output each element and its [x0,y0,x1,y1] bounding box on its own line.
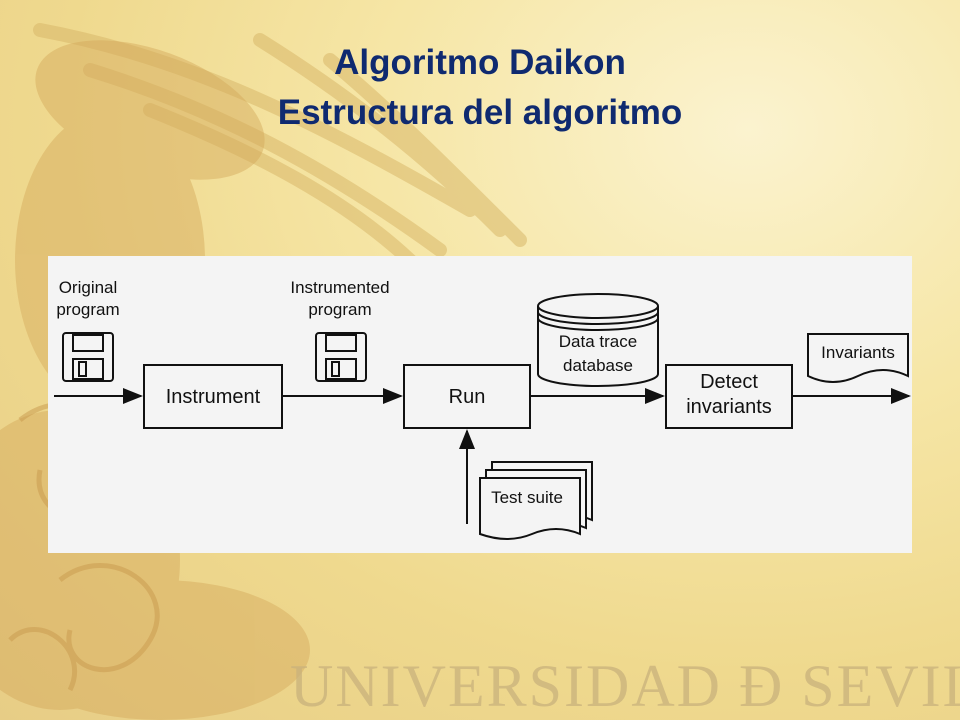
document-stack-icon [479,461,593,540]
instrumented-program-label-line2: program [308,300,371,319]
university-logo-text: UNIVERSIDAD Ð SEVILLA [290,653,960,719]
instrumented-program-label-line1: Instrumented [290,278,389,297]
detect-invariants-label-line1: Detect [700,371,758,393]
title-line-2: Estructura del algoritmo [277,93,683,132]
run-box [403,364,531,429]
floppy-disk-icon [315,332,367,382]
detect-invariants-box [665,364,793,429]
instrument-box-label: Instrument [166,386,261,408]
floppy-disk-icon [62,332,114,382]
test-suite-label: Test suite [491,488,563,507]
title-line-1: Algoritmo Daikon [334,43,626,82]
daikon-architecture-diagram: Original program Instrumented program I [48,256,912,553]
run-box-label: Run [449,386,486,408]
document-icon [807,333,909,383]
database-cylinder-icon [537,293,659,387]
original-program-label-line1: Original [59,278,118,297]
invariants-document-label: Invariants [821,343,895,362]
database-label-line1: Data trace [559,332,637,351]
database-label-line2: database [563,356,633,375]
original-program-label-line2: program [56,300,119,319]
slide-title: Algoritmo Daikon Estructura del algoritm… [0,38,960,138]
instrument-box [143,364,283,429]
detect-invariants-label-line2: invariants [686,396,772,418]
